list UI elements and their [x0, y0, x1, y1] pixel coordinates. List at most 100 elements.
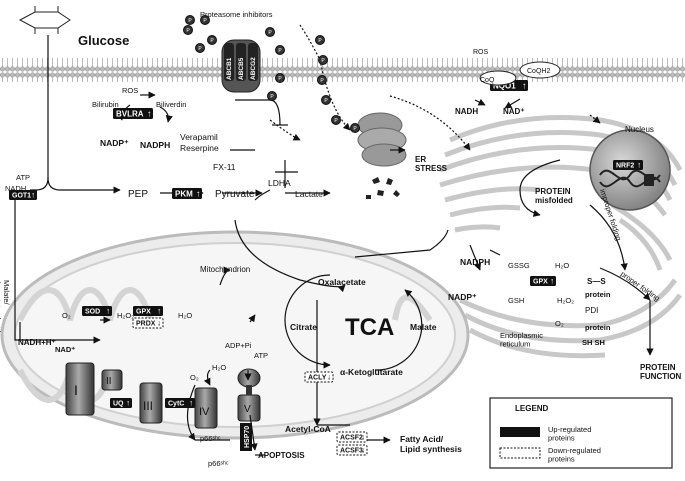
drug-molecule-icon: P — [183, 25, 193, 35]
sod1-box: SOD↑ — [82, 306, 112, 316]
proteasome-icon — [357, 112, 407, 167]
biliverdin-label: Biliverdin — [156, 100, 186, 109]
nucleus-label: Nucleus — [625, 125, 654, 134]
nadh-h-label: NADH+H⁺ — [18, 338, 56, 347]
acetyl-coa-label: Acetyl-CoA — [285, 424, 331, 434]
nrf2-box: NRF2↑ — [613, 160, 643, 170]
hsp70-badge: HSP70 — [240, 423, 252, 451]
pkm-box: PKM↑ — [172, 188, 202, 199]
acsf3-label: ACSF3 — [340, 448, 363, 455]
p66-1-label: p66ˢʰᶜ — [200, 434, 221, 443]
citrate-label: Citrate — [290, 322, 317, 332]
nrf2-label: NRF2 — [616, 163, 634, 170]
akg-label: α-Ketoglutarate — [340, 367, 403, 377]
nad-right-label: NAD⁺ — [503, 107, 525, 116]
up-arrow-icon: ↑ — [196, 189, 201, 199]
abc-badge-2-label: ABCG2 — [250, 57, 257, 80]
drug-letter-label: P — [203, 18, 207, 24]
got1-label: GOT1 — [12, 193, 31, 200]
bilirubin-label: Bilirubin — [92, 100, 119, 109]
proteasome-inhibitors-label: Proteasome inhibitors — [200, 10, 273, 19]
gssg-label: GSSG — [508, 261, 530, 270]
nadp-plus-1-label: NADP⁺ — [100, 138, 129, 148]
drug-molecule-icon: P — [315, 35, 325, 45]
drug-letter-label: P — [186, 28, 190, 34]
protein-sh-label: protein — [585, 323, 611, 332]
drug-molecule-icon: P — [207, 35, 217, 45]
drug-letter-label: P — [278, 48, 282, 54]
verapamil-label: Verapamil — [180, 132, 218, 142]
ros-right-label: ROS — [473, 49, 489, 56]
drug-letter-label: P — [268, 30, 272, 36]
complex-i-label: I — [74, 382, 78, 398]
o2-a-label: O₂ — [62, 311, 71, 320]
malate-shuttle-label: Malate/Aspartate shuttle — [0, 280, 11, 336]
ros-burst-icon — [479, 70, 517, 86]
legend-up-swatch — [500, 427, 540, 437]
h2o-er-label: H₂O — [555, 261, 569, 270]
atp-left-label: ATP — [16, 173, 30, 182]
sod1-label: SOD — [85, 309, 100, 316]
down-arrow-icon: ↓ — [157, 319, 161, 328]
prdx-box: PRDX↓ — [132, 317, 164, 329]
up-arrow-icon: ↑ — [126, 399, 130, 408]
fx11-label: FX-11 — [213, 162, 236, 172]
drug-molecule-icon: P — [185, 15, 195, 25]
drug-molecule-icon: P — [200, 15, 210, 25]
up-arrow-icon: ↑ — [157, 307, 161, 316]
h2o-a-label: H₂O — [178, 311, 192, 320]
drug-molecule-icon: P — [265, 27, 275, 37]
pathway-arrows — [14, 24, 654, 456]
acsf3-box: ACSF3↓ — [336, 444, 368, 456]
nadp-er-label: NADP⁺ — [448, 292, 477, 302]
atp-mito-label: ATP — [254, 351, 268, 360]
acsf2-box: ACSF2↓ — [336, 431, 368, 443]
coq-label: CoQ — [480, 77, 495, 84]
got1-box: GOT1↑ — [9, 190, 37, 200]
pyruvate-label: Pyruvate — [215, 189, 255, 200]
nqo1-label: NQO1 — [493, 82, 516, 91]
uq-label: UQ — [113, 401, 124, 408]
complex-iv-shape — [194, 387, 218, 429]
malate-label: Malate — [410, 322, 437, 332]
cytc-box: CytC↑ — [165, 398, 195, 408]
proper-folding-label: proper folding — [619, 269, 662, 303]
drug-molecule-icon: P — [275, 73, 285, 83]
plasma-membrane — [0, 58, 685, 82]
glucose-label: Glucose — [78, 33, 129, 48]
endoplasmic-reticulum — [439, 115, 683, 359]
legend-title-label: LEGEND — [515, 404, 549, 413]
up-arrow-icon: ↑ — [637, 161, 641, 170]
drug-molecule-icon: P — [275, 45, 285, 55]
drug-molecule-icon: P — [321, 95, 331, 105]
drug-letter-label: P — [334, 118, 338, 124]
abc-transporter-icon — [221, 39, 261, 93]
drug-molecule-icon: P — [267, 91, 277, 101]
fatty-acid-label: Fatty Acid/Lipid synthesis — [400, 434, 462, 454]
o2-b-label: O₂ — [190, 373, 199, 382]
abc-badge-0-label: ABCB1 — [226, 57, 233, 80]
p66-2-label: p66ˢʰᶜ — [208, 459, 229, 468]
up-arrow-icon: ↑ — [31, 191, 35, 200]
drug-letter-label: P — [318, 38, 322, 44]
abc-badge-1-label: ABCB5 — [238, 57, 245, 80]
o2-er-label: O₂ — [555, 319, 564, 328]
complex-iii-label: III — [143, 399, 153, 413]
drug-molecule-icon: P — [317, 75, 327, 85]
gpx-er-box: GPX↑ — [530, 276, 556, 286]
h2o2-er-label: H₂O₂ — [557, 296, 574, 305]
drug-molecule-icon: P — [331, 115, 341, 125]
mitochondrion-label: Mitochondrion — [200, 265, 250, 274]
prdx-label: PRDX — [136, 321, 156, 328]
complex-ii-shape — [101, 369, 123, 391]
gpx-er-label: GPX — [533, 279, 548, 286]
protein-ss-label: protein — [585, 290, 611, 299]
coqh2-label: CoQH2 — [527, 68, 550, 75]
complex-v-label: V — [244, 404, 251, 415]
